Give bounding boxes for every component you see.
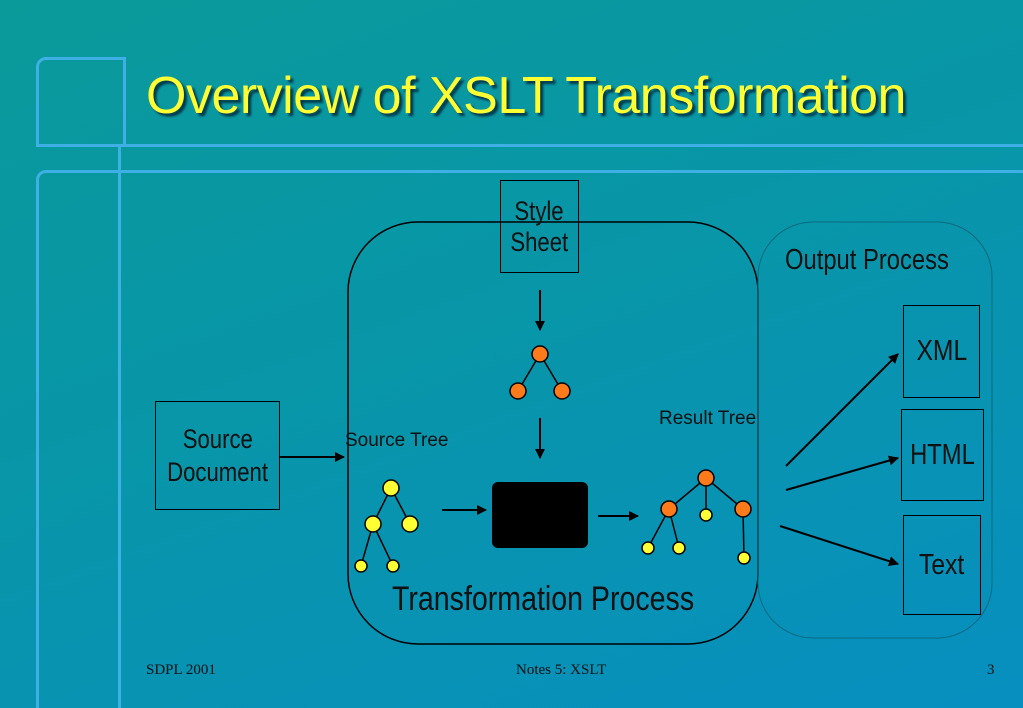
transformation-process-label: Transformation Process (392, 580, 695, 618)
result-tree (641, 469, 752, 565)
footer-page-number: 3 (987, 662, 995, 678)
arrow-to-html (785, 455, 899, 491)
output-xml-box: XML (903, 305, 980, 398)
style-sheet-label-line1: Style (514, 195, 565, 226)
output-process-label: Output Process (785, 244, 949, 276)
source-tree (354, 479, 419, 573)
source-document-label-line1: Source (182, 423, 253, 454)
source-tree-label: Source Tree (345, 430, 449, 451)
frame-title-rule (36, 144, 1023, 147)
style-sheet-label-line2: Sheet (510, 226, 569, 257)
output-region (757, 221, 993, 639)
output-html-box: HTML (901, 409, 984, 501)
footer-left: SDPL 2001 (146, 662, 216, 678)
arrow-to-text (779, 525, 899, 567)
arrow-to-xml (785, 353, 899, 467)
result-tree-label: Result Tree (659, 408, 757, 429)
source-document-label-line2: Document (167, 456, 268, 487)
output-html-label: HTML (910, 438, 975, 471)
output-xml-label: XML (916, 335, 967, 367)
output-text-box: Text (903, 515, 981, 615)
footer-center: Notes 5: XSLT (516, 662, 607, 678)
output-text-label: Text (919, 548, 965, 581)
slide-title: Overview of XSLT Transformation (146, 67, 906, 125)
stylesheet-tree (509, 345, 571, 400)
frame-vertical-rule (118, 144, 121, 708)
xslt-processor-box (492, 482, 588, 548)
source-document-box: Source Document (155, 401, 280, 510)
frame-content-box (36, 170, 1023, 708)
style-sheet-box: Style Sheet (500, 180, 579, 273)
